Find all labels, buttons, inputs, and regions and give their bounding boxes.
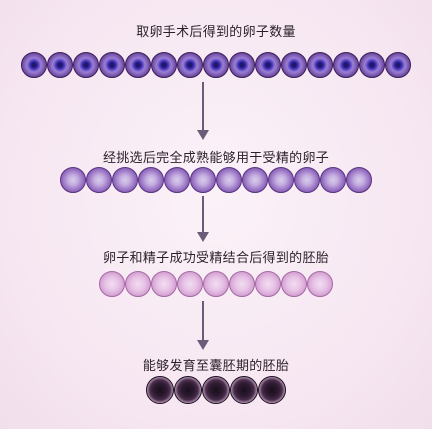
retrieved-egg-cell [21, 52, 47, 78]
embryo-cell [99, 271, 125, 297]
mature-egg-cell [190, 167, 216, 193]
arrow-3 [197, 301, 209, 350]
arrow-2 [197, 196, 209, 242]
retrieved-egg-cell [177, 52, 203, 78]
retrieved-egg-cell [73, 52, 99, 78]
stage-1-title: 取卵手术后得到的卵子数量 [136, 25, 296, 40]
retrieved-egg-cell [359, 52, 385, 78]
retrieved-egg-cell [151, 52, 177, 78]
stage-2-title: 经挑选后完全成熟能够用于受精的卵子 [102, 151, 330, 166]
blastocyst-cell [258, 376, 286, 404]
embryo-cell [281, 271, 307, 297]
stage-2-cells [0, 167, 432, 193]
blastocyst-cell [174, 376, 202, 404]
retrieved-egg-cell [385, 52, 411, 78]
mature-egg-cell [60, 167, 86, 193]
embryo-cell [177, 271, 203, 297]
mature-egg-cell [268, 167, 294, 193]
stage-1-cells [0, 52, 432, 78]
blastocyst-cell [202, 376, 230, 404]
retrieved-egg-cell [255, 52, 281, 78]
blastocyst-cell [230, 376, 258, 404]
retrieved-egg-cell [99, 52, 125, 78]
embryo-cell [255, 271, 281, 297]
mature-egg-cell [294, 167, 320, 193]
embryo-cell [151, 271, 177, 297]
mature-egg-cell [138, 167, 164, 193]
stage-4-title: 能够发育至囊胚期的胚胎 [142, 359, 290, 374]
retrieved-egg-cell [307, 52, 333, 78]
mature-egg-cell [86, 167, 112, 193]
embryo-cell [307, 271, 333, 297]
retrieved-egg-cell [47, 52, 73, 78]
embryo-cell [125, 271, 151, 297]
retrieved-egg-cell [229, 52, 255, 78]
stage-3-cells [0, 271, 432, 297]
mature-egg-cell [164, 167, 190, 193]
stage-4-cells [0, 376, 432, 404]
retrieved-egg-cell [125, 52, 151, 78]
mature-egg-cell [216, 167, 242, 193]
embryo-cell [203, 271, 229, 297]
arrow-1 [197, 82, 209, 140]
retrieved-egg-cell [281, 52, 307, 78]
mature-egg-cell [320, 167, 346, 193]
mature-egg-cell [242, 167, 268, 193]
retrieved-egg-cell [203, 52, 229, 78]
retrieved-egg-cell [333, 52, 359, 78]
mature-egg-cell [112, 167, 138, 193]
mature-egg-cell [346, 167, 372, 193]
blastocyst-cell [146, 376, 174, 404]
stage-3-title: 卵子和精子成功受精结合后得到的胚胎 [102, 251, 330, 266]
embryo-cell [229, 271, 255, 297]
